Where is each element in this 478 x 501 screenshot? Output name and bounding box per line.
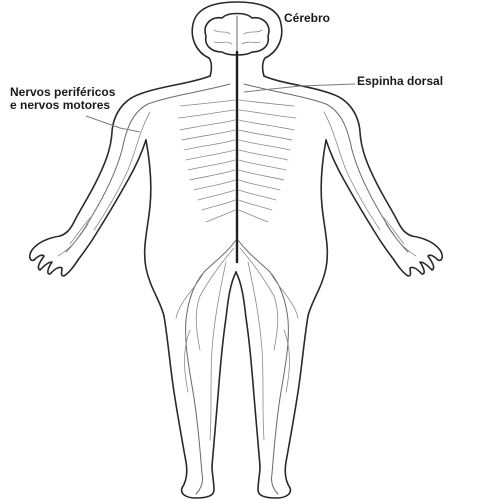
label-peripheral-nerves-line2: e nervos motores xyxy=(10,99,110,112)
label-brain: Cérebro xyxy=(284,12,330,25)
label-spine: Espinha dorsal xyxy=(357,75,443,88)
brain-shape xyxy=(205,14,269,56)
leader-lines xyxy=(86,84,355,132)
